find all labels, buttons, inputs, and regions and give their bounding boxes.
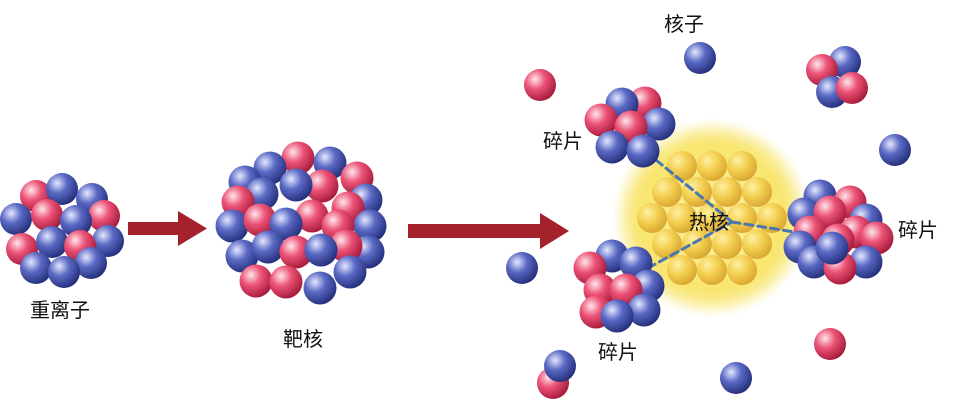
nucleon-red (329, 229, 363, 263)
nucleon-red (279, 235, 313, 269)
arrow-target-to-hot-nucleus (408, 213, 569, 249)
emission-line-upper (654, 158, 734, 224)
nucleon-blue (46, 173, 78, 205)
fragment-right (783, 179, 894, 285)
nucleon-blue (20, 252, 52, 284)
fragment-lower (573, 239, 665, 333)
hot-nucleus-nucleon (742, 229, 772, 259)
nucleon-red (305, 169, 339, 203)
heavy-ion-cluster (0, 173, 124, 288)
nucleon-blue (75, 247, 107, 279)
nucleon-blue (626, 134, 660, 168)
nucleon-blue (251, 230, 285, 264)
hot-nucleus-nucleon (637, 203, 667, 233)
fragment-lower-label: 碎片 (598, 340, 638, 364)
nucleon-red (281, 141, 315, 175)
nucleon-blue (506, 252, 538, 284)
fragment-right-label: 碎片 (898, 218, 938, 242)
hot-nucleus-nucleon (712, 177, 742, 207)
heavy-ion-label: 重离子 (30, 298, 90, 322)
free-nucleons (506, 42, 911, 399)
nucleon-blue (303, 271, 337, 305)
hot-nucleus-nucleon (697, 151, 727, 181)
hot-nucleus-nucleon (667, 255, 697, 285)
nucleon-blue (0, 203, 32, 235)
nucleon-blue (849, 245, 883, 279)
target-nucleus-cluster (215, 141, 387, 305)
nucleon-blue (225, 239, 259, 273)
hot-nucleus-nucleon (667, 151, 697, 181)
emission-line-lower (646, 220, 734, 270)
fragment-upper-label: 碎片 (543, 129, 583, 153)
hot-nucleus-nucleon (652, 229, 682, 259)
nucleon-blue (815, 231, 849, 265)
hot-nucleus-nucleon (697, 255, 727, 285)
nucleon-blue (269, 207, 303, 241)
nucleon-blue (544, 350, 576, 382)
nucleon-red (584, 103, 618, 137)
nucleon-blue (48, 256, 80, 288)
nucleon-blue (253, 151, 287, 185)
nucleon-blue (92, 225, 124, 257)
hot-nucleus (612, 118, 812, 318)
hot-nucleus-nucleon (757, 203, 787, 233)
hot-nucleus-nucleon (652, 177, 682, 207)
nucleon-blue (627, 293, 661, 327)
hot-nucleus-nucleon (727, 151, 757, 181)
nucleon-red (813, 195, 847, 229)
nucleon-red (88, 200, 120, 232)
nucleon-blue (304, 233, 338, 267)
nucleon-blue (353, 209, 387, 243)
nucleon-red (239, 264, 273, 298)
nucleon-blue (60, 205, 92, 237)
nucleon-red (836, 72, 868, 104)
target-nucleus-label: 靶核 (283, 327, 323, 351)
nucleon-blue (642, 107, 676, 141)
hot-nucleus-haze (630, 136, 794, 300)
nucleon-red (295, 199, 329, 233)
hot-nucleus-label: 热核 (689, 210, 729, 234)
hot-nucleus-nucleon (712, 229, 742, 259)
fragment-upper (584, 86, 676, 168)
nucleon-blue (595, 130, 629, 164)
nucleon-blue (36, 226, 68, 258)
nucleon-red (243, 203, 277, 237)
nucleon-blue (600, 299, 634, 333)
hot-nucleus-nucleon (742, 177, 772, 207)
nucleon-red (269, 265, 303, 299)
hot-nucleus-nucleon (667, 203, 697, 233)
nucleon-blue (279, 168, 313, 202)
nucleon-blue (879, 134, 911, 166)
nucleon-red (31, 199, 63, 231)
nucleon-blue (684, 42, 716, 74)
nucleon-red (524, 69, 556, 101)
arrow-heavy-ion-to-target (128, 211, 207, 246)
nucleon-blue (333, 255, 367, 289)
nucleon-label: 核子 (664, 12, 704, 36)
nucleon-blue (215, 209, 249, 243)
nucleon-red (814, 328, 846, 360)
nucleon-blue (720, 362, 752, 394)
hot-nucleus-nucleon (727, 255, 757, 285)
